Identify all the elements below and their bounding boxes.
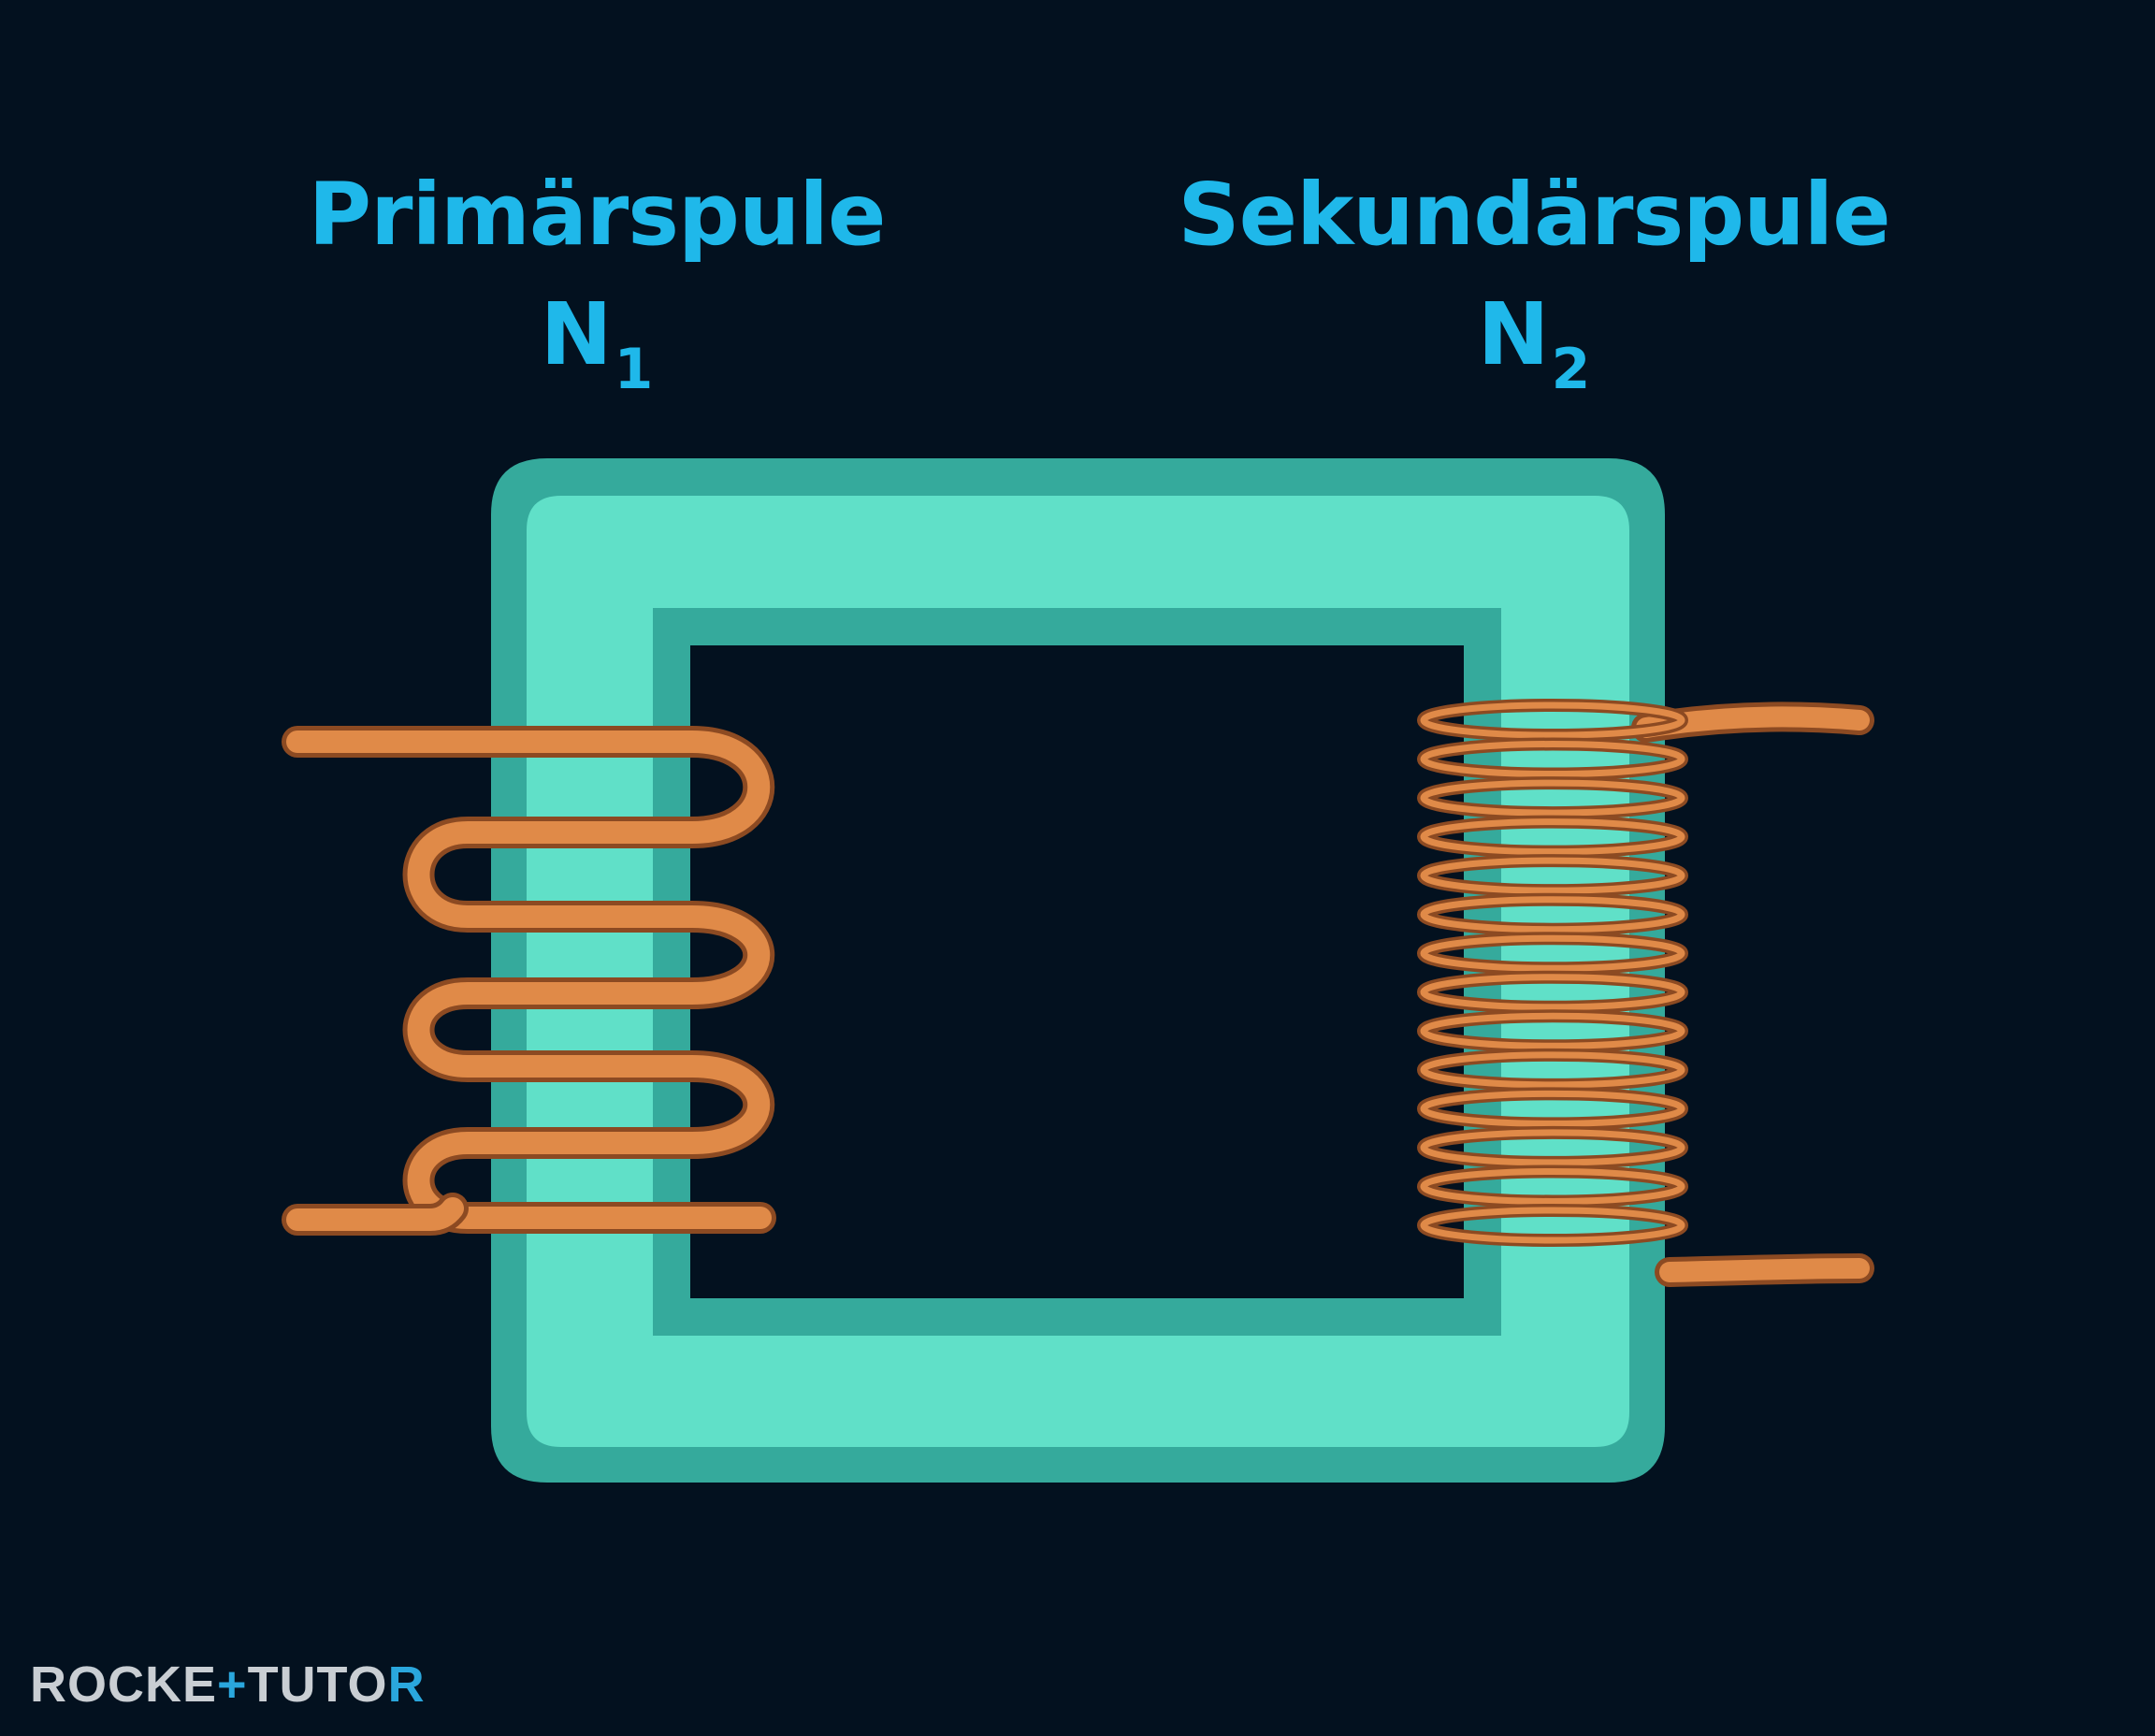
secondary-coil-turn (1420, 1012, 1685, 1049)
secondary-coil-turn (1420, 857, 1685, 894)
secondary-turns-subscript: 2 (1551, 337, 1591, 403)
secondary-turns-symbol: N2 (1477, 284, 1591, 403)
secondary-coil-turn (1420, 974, 1685, 1011)
secondary-coil-turn (1420, 1090, 1685, 1127)
secondary-coil (1417, 699, 1874, 1287)
secondary-coil-turn (1420, 779, 1685, 817)
secondary-coil-turn (1420, 741, 1685, 778)
secondary-coil-turn (1420, 934, 1685, 972)
secondary-coil-turn (1420, 1207, 1685, 1244)
secondary-coil-turn (1420, 896, 1685, 933)
secondary-coil-turn (1420, 818, 1685, 856)
secondary-coil-turn (1420, 1129, 1685, 1166)
secondary-coil-turn (1420, 1167, 1685, 1205)
secondary-coil-turn (1420, 1051, 1685, 1089)
primary-turns-subscript: 1 (614, 337, 654, 403)
primary-coil-name: Primärspule (308, 165, 887, 265)
transformer-core (491, 458, 1665, 1483)
secondary-coil-label: Sekundärspule N2 (1113, 164, 1955, 403)
secondary-coil-turn (1420, 702, 1685, 739)
rockettutor-logo: ROCKE+TUTOR (30, 1656, 426, 1713)
primary-turns-symbol: N1 (540, 284, 654, 403)
primary-coil (282, 726, 776, 1236)
primary-coil-label: Primärspule N1 (176, 164, 1018, 403)
secondary-coil-name: Sekundärspule (1178, 165, 1890, 265)
